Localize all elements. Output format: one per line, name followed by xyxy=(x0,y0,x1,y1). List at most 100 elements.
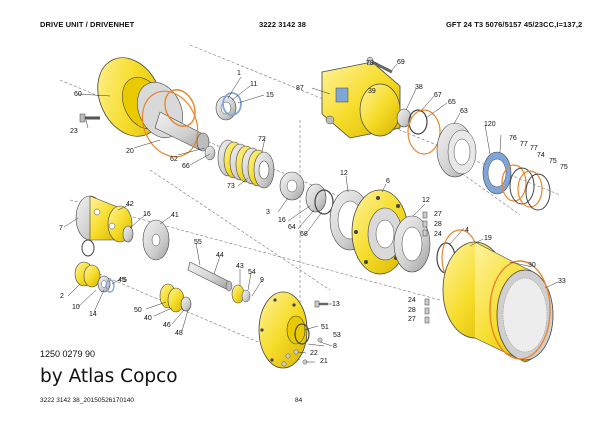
callout-22: 22 xyxy=(310,350,318,357)
planet-gear-50 xyxy=(159,283,185,313)
spring-carrier-63 xyxy=(436,122,477,178)
callout-45: 45 xyxy=(118,277,126,284)
callout-54: 54 xyxy=(248,269,256,276)
callout-67: 67 xyxy=(434,92,442,99)
callout-12b: 12 xyxy=(422,197,430,204)
ring-67 xyxy=(408,109,428,135)
callout-16b: 16 xyxy=(278,217,286,224)
header-part-number: 3222 3142 38 xyxy=(259,20,307,29)
seal-15 xyxy=(222,92,242,116)
callout-63: 63 xyxy=(460,108,468,115)
callout-9: 9 xyxy=(260,277,264,284)
callout-27b: 27 xyxy=(408,316,416,323)
callout-30: 30 xyxy=(528,262,536,269)
callout-74: 120 xyxy=(484,121,496,128)
bearing-54 xyxy=(241,289,251,303)
callout-33: 33 xyxy=(558,278,566,285)
callout-42: 42 xyxy=(126,201,134,208)
callout-39: 39 xyxy=(368,88,376,95)
hydraulic-motor-120 xyxy=(321,61,401,139)
pins-27-28-24 xyxy=(422,211,430,324)
callout-2: 2 xyxy=(60,293,64,300)
callout-3: 3 xyxy=(266,209,270,216)
footer-page-number: 84 xyxy=(295,397,303,404)
header-title: DRIVE UNIT / DRIVENHET xyxy=(40,20,135,29)
callout-73: 73 xyxy=(227,183,235,190)
disc-41 xyxy=(142,219,170,261)
callout-78: 77 xyxy=(520,141,528,148)
callout-41: 41 xyxy=(171,212,179,219)
callout-5: 5 xyxy=(123,277,127,284)
bolt-13 xyxy=(314,300,328,308)
callout-60: 60 xyxy=(74,91,82,98)
sun-gear-2 xyxy=(74,261,101,288)
callout-13: 13 xyxy=(332,301,340,308)
seal-rings-75-78 xyxy=(501,164,551,211)
callout-6: 6 xyxy=(386,178,390,185)
callout-7: 7 xyxy=(59,225,63,232)
callout-75b: 75 xyxy=(560,164,568,171)
callout-87: 78 xyxy=(366,60,374,67)
brand-caption: by Atlas Copco xyxy=(40,366,178,387)
callout-64: 64 xyxy=(288,224,296,231)
callout-28b: 28 xyxy=(408,307,416,314)
bolt-69 xyxy=(366,56,393,74)
callout-23: 23 xyxy=(70,128,78,135)
callout-76: 75 xyxy=(549,158,557,165)
oring-20 xyxy=(141,90,199,158)
callout-38: 38 xyxy=(415,84,423,91)
ring-68 xyxy=(314,189,334,215)
callout-68: 68 xyxy=(300,231,308,238)
callout-62: 62 xyxy=(170,156,178,163)
callout-40: 40 xyxy=(144,315,152,322)
callout-77: 76 xyxy=(509,135,517,142)
header-model: GFT 24 T3 5076/5157 45/23CC,I=137,2 xyxy=(446,20,583,29)
seal-51 xyxy=(294,323,310,345)
callout-69: 69 xyxy=(397,59,405,66)
shaft-20 xyxy=(154,111,210,152)
callout-16: 16 xyxy=(143,211,151,218)
callout-77b: 77 xyxy=(530,145,538,152)
callout-75: 74 xyxy=(537,152,545,159)
bearing-12b xyxy=(393,215,431,273)
callout-55: 55 xyxy=(194,239,202,246)
cover-8 xyxy=(258,291,308,369)
bearing-62 xyxy=(204,145,216,161)
callout-51: 51 xyxy=(321,324,329,331)
callout-1: 1 xyxy=(237,70,241,77)
shaft-44 xyxy=(187,261,233,292)
callout-50: 50 xyxy=(134,307,142,314)
bolt-23 xyxy=(79,113,100,123)
callout-8: 8 xyxy=(333,343,337,350)
oring-65 xyxy=(407,109,441,155)
callout-12: 12 xyxy=(340,170,348,177)
drawing-number: 1250 0279 90 xyxy=(40,349,96,359)
callout-24b: 24 xyxy=(408,297,416,304)
footer-file-code: 3222 3142 38_20150526170140 xyxy=(40,397,134,404)
callout-28: 28 xyxy=(434,221,442,228)
callout-53: 53 xyxy=(333,332,341,339)
seal-45 xyxy=(105,279,115,293)
gear-16 xyxy=(122,225,134,243)
ring-2 xyxy=(81,239,95,257)
callout-43: 43 xyxy=(236,263,244,270)
callout-20: 20 xyxy=(126,148,134,155)
callout-numbers: 1 2 3 4 5 6 7 8 9 10 11 12 12 13 14 15 1… xyxy=(59,59,568,365)
callout-66: 66 xyxy=(182,163,190,170)
callout-19: 19 xyxy=(484,235,492,242)
leader-lines xyxy=(63,61,559,363)
callout-72: 72 xyxy=(258,136,266,143)
oring-33 xyxy=(489,260,551,360)
callout-65: 65 xyxy=(448,99,456,106)
oring-11 xyxy=(164,89,196,127)
callout-24: 24 xyxy=(434,231,442,238)
callout-44: 44 xyxy=(216,252,224,259)
ring-gear-housing-30 xyxy=(442,241,554,363)
callout-14: 14 xyxy=(89,311,97,318)
callout-11: 11 xyxy=(250,81,257,88)
callout-27: 27 xyxy=(434,211,442,218)
callout-21: 21 xyxy=(320,358,328,365)
bearing-46 xyxy=(180,296,192,312)
disc-pack-72-73 xyxy=(217,139,275,189)
